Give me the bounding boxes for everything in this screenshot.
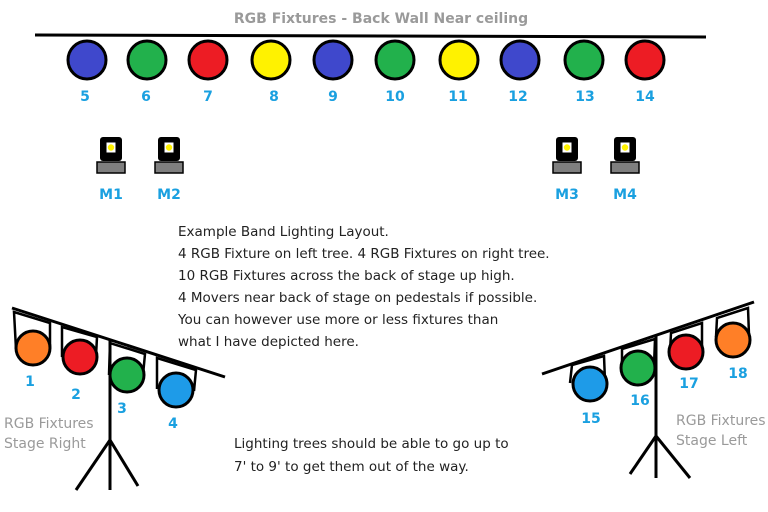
back-fixture: 5 [66,39,108,105]
tree-crossbar [11,306,226,379]
fixture-yoke [60,325,99,357]
mover-label: M2 [157,187,181,203]
fixture-lens [312,39,354,81]
layout-notes: Example Band Lighting Layout. 4 RGB Fixt… [177,224,550,350]
fixture-lens [14,329,52,367]
fixture-number: 3 [117,401,127,417]
fixture-lens [667,333,705,371]
note-line: 7' to 9' to get them out of the way. [234,459,469,475]
back-fixture: 8 [250,39,292,105]
fixture-number: 9 [328,89,338,105]
mover-fixture: M3 [552,136,582,203]
mover-label: M4 [613,187,637,203]
fixture-number: 8 [269,89,279,105]
fixture-lens [61,338,99,376]
back-fixture: 14 [624,39,666,105]
back-fixture: 10 [374,39,416,105]
fixture-number: 16 [630,393,649,409]
tree-leg [628,435,658,475]
fixture-yoke [12,310,52,350]
mover-label: M1 [99,187,123,203]
fixture-lens [499,39,541,81]
back-wall-pipe [34,33,707,39]
fixture-yoke [714,306,751,338]
back-fixture: 12 [499,39,541,105]
fixture-number: 10 [385,89,405,105]
mover-head-icon [552,136,582,174]
tree-leg [108,439,140,487]
fixture-number: 5 [80,89,90,105]
tree-label-line1: RGB Fixtures [4,416,94,432]
fixture-number: 12 [508,89,527,105]
fixture-lens [66,39,108,81]
mover-fixture: M1 [96,136,126,203]
fixture-yoke [568,354,607,384]
fixture-lens [250,39,292,81]
right-lighting-tree: 15 16 17 18 RGB Fixtures Stage Left [541,300,766,479]
note-line: 4 RGB Fixture on left tree. 4 RGB Fixtur… [178,246,550,262]
tree-label-line1: RGB Fixtures [676,413,766,429]
tree-label-line2: Stage Right [4,436,86,452]
mover-label: M3 [555,187,579,203]
fixture-yoke [155,356,198,392]
note-line: 10 RGB Fixtures across the back of stage… [178,268,515,284]
note-line: 4 Movers near back of stage on pedestals… [178,290,537,306]
fixture-number: 7 [203,89,213,105]
fixture-lens [624,39,666,81]
left-lighting-tree: 1 2 3 4 RGB Fixtures Stage Right [4,306,226,491]
mover-head-icon [610,136,640,174]
fixture-lens [619,349,657,387]
note-line: Lighting trees should be able to go up t… [234,436,509,452]
fixture-number: 4 [168,416,178,432]
tree-label-line2: Stage Left [676,433,748,449]
diagram-title: RGB Fixtures - Back Wall Near ceiling [234,11,528,27]
fixture-yoke [107,341,147,376]
note-line: You can however use more or less fixture… [177,312,498,328]
fixture-lens [187,39,229,81]
fixture-lens [714,321,752,359]
back-fixture: 6 [126,39,168,105]
fixture-number: 6 [141,89,151,105]
fixture-lens [374,39,416,81]
mover-head-icon [96,136,126,174]
tree-leg [74,439,112,491]
back-fixture: 13 [563,39,605,105]
fixture-lens [563,39,605,81]
note-line: what I have depicted here. [178,334,359,350]
movers: M1 M2 M3 M4 [96,136,640,203]
fixture-number: 18 [728,366,747,382]
fixture-number: 17 [679,376,698,392]
fixture-lens [108,356,146,394]
tree-height-note: Lighting trees should be able to go up t… [234,436,509,475]
fixture-lens [438,39,480,81]
fixture-number: 13 [575,89,594,105]
mover-fixture: M2 [154,136,184,203]
back-fixture: 9 [312,39,354,105]
mover-head-icon [154,136,184,174]
back-fixture: 7 [187,39,229,105]
fixture-number: 1 [25,374,35,390]
note-line: Example Band Lighting Layout. [178,224,389,240]
fixture-lens [126,39,168,81]
fixture-lens [157,371,195,409]
back-wall-fixtures: 5 6 7 8 9 10 11 12 [66,39,666,105]
fixture-number: 14 [635,89,655,105]
tree-leg [654,435,692,479]
mover-fixture: M4 [610,136,640,203]
fixture-number: 11 [448,89,467,105]
fixture-number: 15 [581,411,600,427]
fixture-number: 2 [71,387,81,403]
back-fixture: 11 [438,39,480,105]
tree-crossbar [541,300,755,376]
fixture-lens [571,365,609,403]
